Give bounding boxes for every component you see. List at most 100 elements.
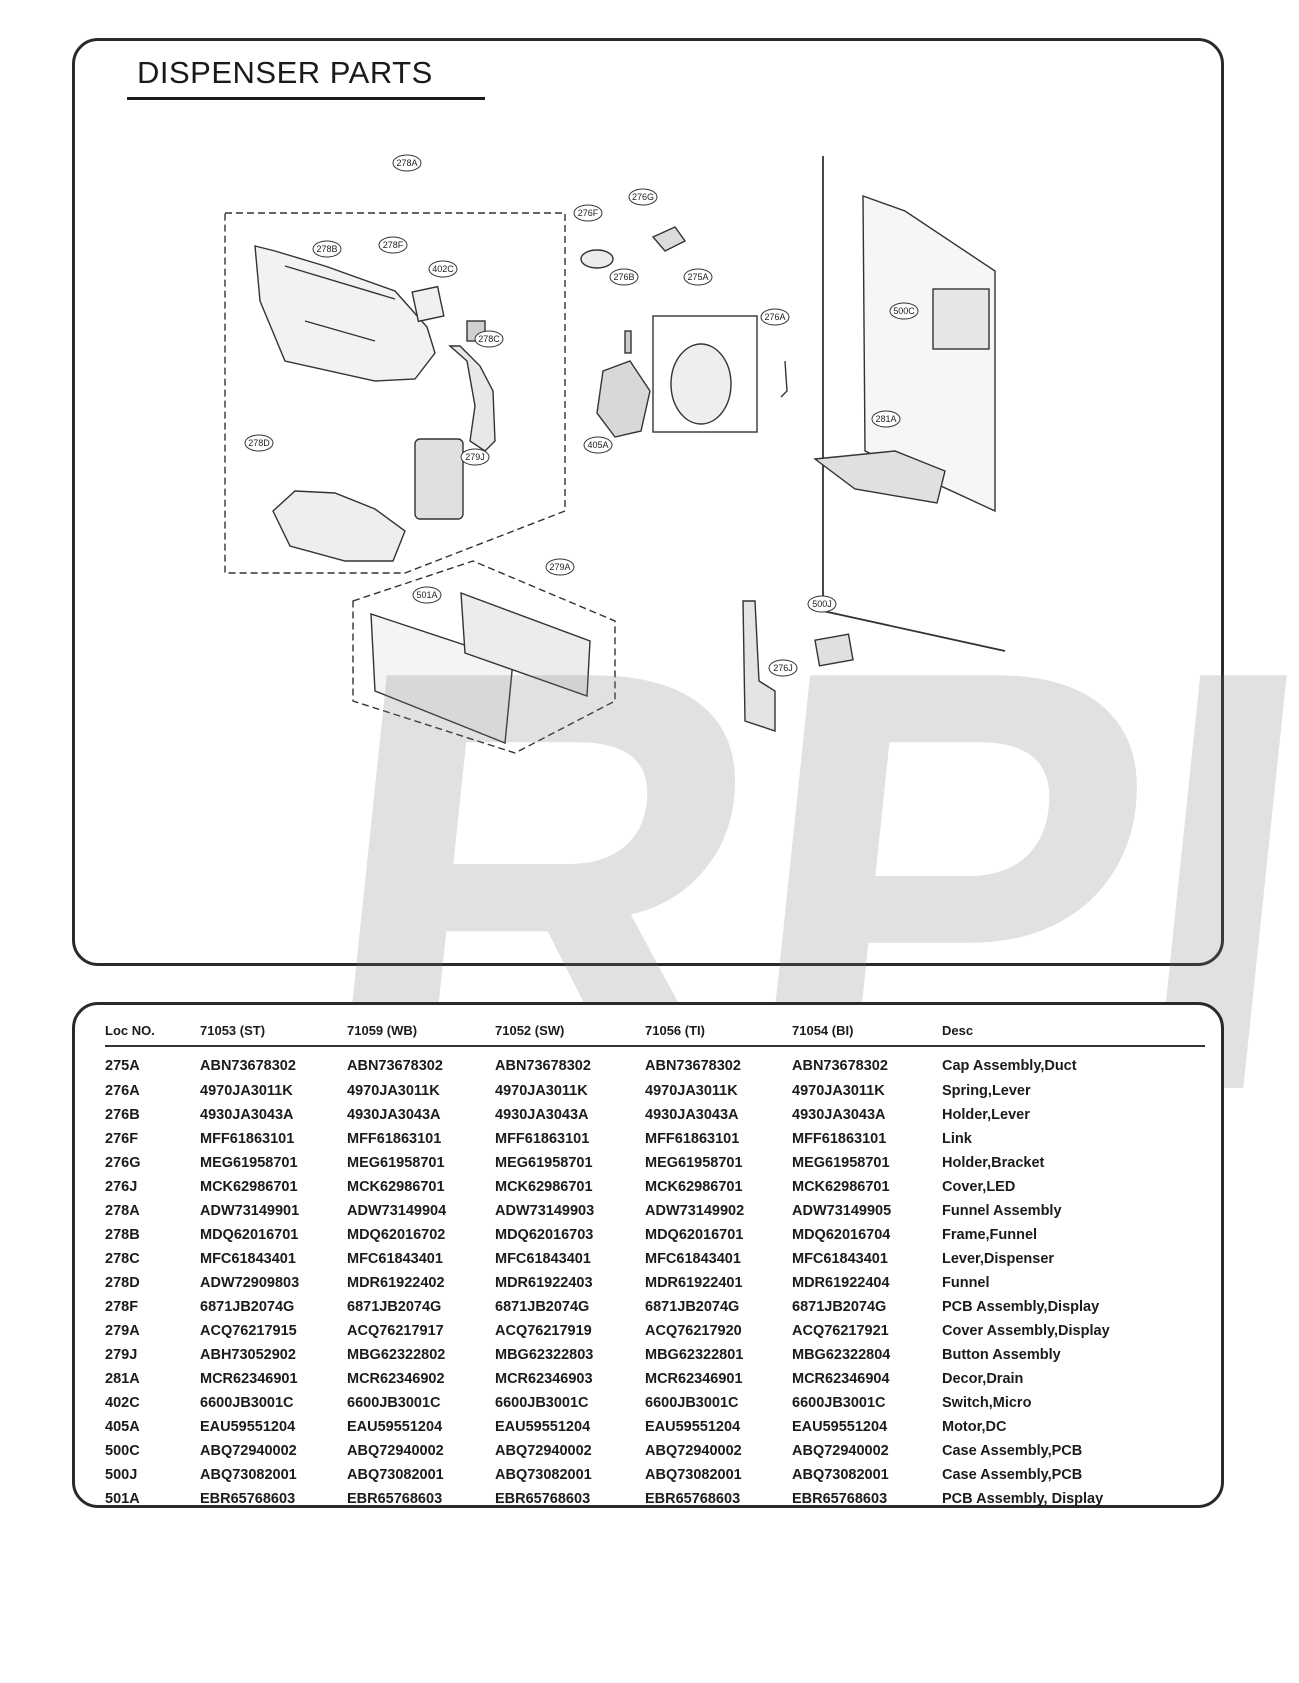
cell-description: Funnel Assembly xyxy=(942,1203,1062,1219)
cell-part-71056: 4970JA3011K xyxy=(645,1083,738,1099)
cell-part-71053: MDQ62016701 xyxy=(200,1227,299,1243)
cell-part-71056: ADW73149902 xyxy=(645,1203,745,1219)
cell-description: Decor,Drain xyxy=(942,1371,1024,1387)
funnel-assembly-group xyxy=(224,212,566,574)
header-desc: Desc xyxy=(942,1017,1205,1047)
header-loc-no: Loc NO. xyxy=(105,1017,200,1047)
cell-part-71054: MEG61958701 xyxy=(792,1155,890,1171)
cell-part-71053: ABQ73082001 xyxy=(200,1467,297,1483)
cell-part-71054: ADW73149905 xyxy=(792,1203,892,1219)
cell-part-71052: MFC61843401 xyxy=(495,1251,591,1267)
parts-table: Loc NO. 71053 (ST) 71059 (WB) 71052 (SW)… xyxy=(105,1017,1205,1511)
callout-276j: 276J xyxy=(768,659,798,677)
cell-part-71053: 4930JA3043A xyxy=(200,1107,294,1123)
cell-part-71053: 6600JB3001C xyxy=(200,1395,294,1411)
header-71054: 71054 (BI) xyxy=(792,1017,942,1047)
callout-278a: 278A xyxy=(392,154,422,172)
callout-label: 276G xyxy=(632,192,654,202)
cell-part-71059: ADW73149904 xyxy=(347,1203,447,1219)
display-cover-group xyxy=(352,560,616,754)
cell-part-71054: ABQ73082001 xyxy=(792,1467,889,1483)
header-71056: 71056 (TI) xyxy=(645,1017,792,1047)
callout-278d: 278D xyxy=(244,434,274,452)
cell-part-71059: ACQ76217917 xyxy=(347,1323,444,1339)
cell-description: Switch,Micro xyxy=(942,1395,1032,1411)
funnel-part xyxy=(272,490,406,562)
cell-part-71059: MFC61843401 xyxy=(347,1251,443,1267)
callout-label: 279A xyxy=(549,562,570,572)
cell-part-71052: MBG62322803 xyxy=(495,1347,594,1363)
case-assembly-pcb-part xyxy=(932,288,990,350)
cell-description: Button Assembly xyxy=(942,1347,1061,1363)
cell-part-71056: 6600JB3001C xyxy=(645,1395,739,1411)
cell-description: PCB Assembly, Display xyxy=(942,1491,1104,1507)
cell-part-71056: 4930JA3043A xyxy=(645,1107,739,1123)
cell-part-71059: MCR62346902 xyxy=(347,1371,445,1387)
cell-part-71052: ACQ76217919 xyxy=(495,1323,592,1339)
cell-part-71056: MDQ62016701 xyxy=(645,1227,744,1243)
cell-part-71054: MCK62986701 xyxy=(792,1179,890,1195)
display-pcb-part xyxy=(460,591,591,697)
callout-label: 276F xyxy=(578,208,599,218)
callout-278c: 278C xyxy=(474,330,504,348)
callout-label: 278D xyxy=(248,438,270,448)
cell-part-71056: ABQ73082001 xyxy=(645,1467,742,1483)
cell-part-71059: MDR61922402 xyxy=(347,1275,445,1291)
cell-part-71053: MFF61863101 xyxy=(200,1131,295,1147)
cell-part-71059: EAU59551204 xyxy=(347,1419,443,1435)
cell-part-71056: MFC61843401 xyxy=(645,1251,741,1267)
cell-part-71053: MFC61843401 xyxy=(200,1251,296,1267)
diagram-panel: DISPENSER PARTS xyxy=(72,38,1299,1216)
cell-part-71059: 4930JA3043A xyxy=(347,1107,441,1123)
cell-description: Case Assembly,PCB xyxy=(942,1467,1083,1483)
cap-assembly-duct-part xyxy=(670,343,732,425)
cell-part-71059: ABQ73082001 xyxy=(347,1467,444,1483)
cell-description: Link xyxy=(942,1131,972,1147)
callout-label: 279J xyxy=(465,452,485,462)
cell-loc-no: 278B xyxy=(105,1227,140,1243)
frame-funnel-part xyxy=(254,245,436,382)
cell-part-71054: 4970JA3011K xyxy=(792,1083,885,1099)
cell-part-71059: ABQ72940002 xyxy=(347,1443,444,1459)
cell-part-71054: MCR62346904 xyxy=(792,1371,890,1387)
cell-part-71053: EAU59551204 xyxy=(200,1419,296,1435)
cell-loc-no: 279A xyxy=(105,1323,140,1339)
callout-label: 501A xyxy=(416,590,437,600)
callout-278f: 278F xyxy=(378,236,408,254)
cell-part-71052: EBR65768603 xyxy=(495,1491,591,1507)
table-row: 279A ACQ76217915 ACQ76217917 ACQ76217919 ACQ… xyxy=(105,1319,1205,1343)
callout-276g: 276G xyxy=(628,188,658,206)
cell-part-71054: MFF61863101 xyxy=(792,1131,887,1147)
cell-part-71052: MEG61958701 xyxy=(495,1155,593,1171)
header-71052: 71052 (SW) xyxy=(495,1017,645,1047)
cell-part-71052: ADW73149903 xyxy=(495,1203,595,1219)
cell-part-71052: 6600JB3001C xyxy=(495,1395,589,1411)
cell-part-71056: ACQ76217920 xyxy=(645,1323,742,1339)
cell-part-71059: MEG61958701 xyxy=(347,1155,445,1171)
cell-part-71056: MDR61922401 xyxy=(645,1275,743,1291)
callout-label: 402C xyxy=(432,264,454,274)
callout-276f: 276F xyxy=(573,204,603,222)
callout-label: 278A xyxy=(396,158,417,168)
link-part xyxy=(580,249,614,269)
cell-description: Holder,Bracket xyxy=(942,1155,1045,1171)
cell-part-71052: MCR62346903 xyxy=(495,1371,593,1387)
cell-part-71054: EBR65768603 xyxy=(792,1491,888,1507)
cell-part-71053: 4970JA3011K xyxy=(200,1083,293,1099)
cell-description: PCB Assembly,Display xyxy=(942,1299,1100,1315)
callout-label: 276B xyxy=(613,272,634,282)
cell-part-71053: ACQ76217915 xyxy=(200,1323,297,1339)
cell-part-71053: MCR62346901 xyxy=(200,1371,298,1387)
cell-description: Holder,Lever xyxy=(942,1107,1030,1123)
